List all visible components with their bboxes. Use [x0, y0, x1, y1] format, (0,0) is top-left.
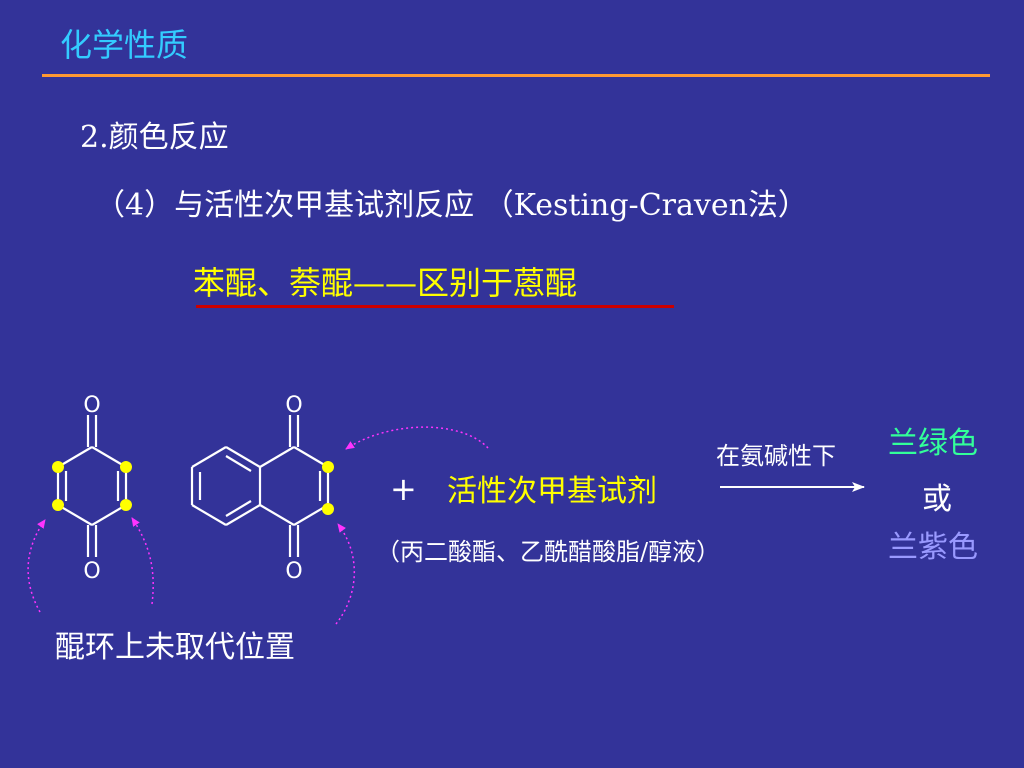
bq-oxygen-top: O — [83, 393, 100, 418]
reagent-examples: （丙二酸酯、乙酰醋酸脂/醇液） — [376, 538, 721, 566]
bq-bond — [57, 446, 93, 468]
bq-site-marker — [52, 499, 64, 511]
plus-sign: + — [390, 470, 417, 508]
section-heading: 2.颜色反应 — [80, 120, 229, 155]
nq-oxygen-bottom: O — [285, 559, 302, 584]
bq-bond — [91, 504, 127, 526]
nq-bond — [225, 446, 261, 468]
bq-site-marker — [52, 461, 64, 473]
nq-oxygen-top: O — [285, 393, 302, 418]
nq-bond — [259, 504, 295, 526]
pointer-arrow-from-label — [27, 519, 46, 613]
result-color-2: 兰紫色 — [888, 530, 978, 565]
or-connector: 或 — [922, 482, 952, 517]
nq-bond — [225, 504, 261, 526]
pointer-arrow-from-label — [131, 517, 154, 605]
title-rule — [42, 74, 990, 77]
bq-bond — [57, 504, 93, 526]
pointer-arrow-to-reactive-site — [345, 426, 489, 450]
nq-bond — [259, 446, 295, 468]
nq-bond — [191, 446, 227, 468]
bq-site-marker — [120, 499, 132, 511]
reagent-label: 活性次甲基试剂 — [447, 474, 657, 509]
nq-bond — [293, 446, 329, 468]
subsection-heading: （4）与活性次甲基试剂反应 （Kesting-Craven法） — [95, 188, 808, 223]
nq-site-marker — [322, 461, 334, 473]
benzoquinone-structure — [56, 415, 128, 557]
bq-site-marker — [120, 461, 132, 473]
nq-aromatic-inner — [225, 455, 252, 472]
nq-bond — [191, 504, 227, 526]
bq-bond — [91, 446, 127, 468]
reaction-condition: 在氨碱性下 — [716, 442, 836, 470]
nq-aromatic-inner — [225, 500, 252, 517]
slide-title: 化学性质 — [60, 26, 189, 64]
naphthoquinone-structure — [190, 415, 330, 557]
bq-oxygen-bottom: O — [83, 559, 100, 584]
unsubstituted-position-label: 醌环上未取代位置 — [55, 630, 295, 665]
nq-site-marker — [322, 503, 334, 515]
pointer-arrow-from-label — [335, 523, 356, 625]
highlight-underline — [196, 305, 674, 308]
result-color-1: 兰绿色 — [888, 426, 978, 461]
highlight-text: 苯醌、萘醌——区别于蒽醌 — [193, 264, 578, 302]
